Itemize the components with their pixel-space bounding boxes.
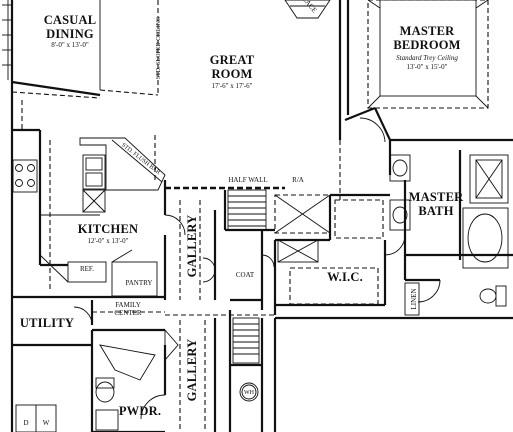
master-bedroom-label-line2: BEDROOM [393, 38, 460, 52]
great-room-label-line2: ROOM [211, 67, 252, 81]
casual-dining-dims: 8'-0" x 13'-0" [51, 41, 89, 49]
master-bath-fixtures [389, 154, 509, 316]
dashed-lines [11, 0, 341, 432]
master-bedroom-note: Standard Trey Ceiling [396, 54, 458, 62]
kitchen-fixtures [12, 137, 166, 297]
casual-dining-label-line2: DINING [46, 27, 94, 41]
great-room-dims: 17'-6" x 17'-6" [212, 82, 253, 90]
washer-label: W [43, 419, 50, 427]
casual-dining-label-line1: CASUAL [44, 13, 97, 27]
trey-ceiling [367, 0, 489, 109]
utility-fixtures [15, 328, 179, 432]
ref-label: REF. [80, 265, 94, 273]
wic-label: W.I.C. [327, 270, 363, 284]
sloped-ceiling-note: STD. SLOPED CEILING [156, 16, 162, 79]
half-wall-note: HALF WALL [228, 176, 267, 184]
door-swings [73, 117, 441, 420]
gallery-upper-label: GALLERY [185, 215, 199, 278]
family-center-label-line1: FAMILY [115, 301, 141, 309]
coat-label: COAT [236, 271, 255, 279]
utility-label: UTILITY [20, 316, 74, 330]
kitchen-label: KITCHEN [78, 222, 138, 236]
master-bath-label-line2: BATH [418, 204, 453, 218]
water-heater-label: WH [244, 390, 255, 396]
fireplace-symbol [284, 0, 331, 19]
ra-boxes [274, 194, 384, 305]
master-bedroom-dims: 13'-0" x 15'-0" [407, 63, 448, 71]
water-heater-symbol [239, 382, 259, 402]
master-bath-label-line1: MASTER [409, 190, 464, 204]
family-center-label-line2: CENTER [114, 309, 142, 317]
linen-label: LINEN [410, 289, 418, 310]
great-room-label-line1: GREAT [210, 53, 255, 67]
pantry-label: PANTRY [126, 279, 153, 287]
kitchen-dims: 12'-0" x 13'-0" [88, 237, 129, 245]
master-bedroom-label-line1: MASTER [400, 24, 455, 38]
powder-label: PWDR. [119, 404, 161, 418]
fireplace-label: LACE [301, 0, 319, 14]
stairs [227, 189, 267, 364]
dryer-label: D [23, 419, 28, 427]
gallery-lower-label: GALLERY [185, 339, 199, 402]
ra-note: R/A [292, 176, 304, 184]
left-windows [2, 4, 12, 66]
